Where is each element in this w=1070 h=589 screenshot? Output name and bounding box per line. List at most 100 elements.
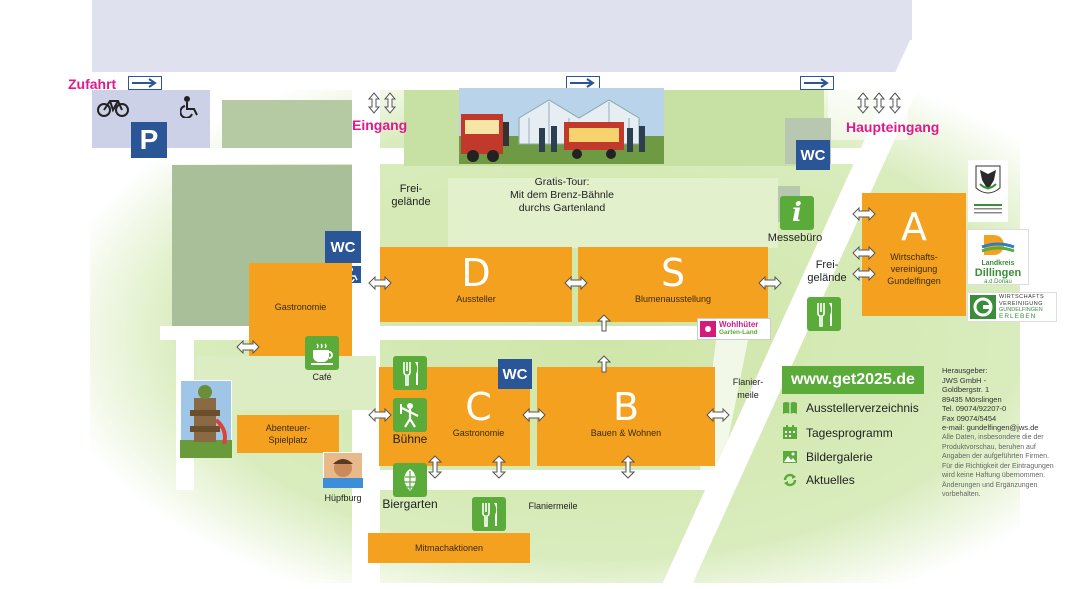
ud-arrow-icon <box>621 455 635 479</box>
photo-caption-line: Mit dem Brenz-Bähnle <box>510 189 614 201</box>
freigelaende-right-label: Frei- gelände <box>800 259 854 285</box>
stage-performer-icon <box>393 398 427 432</box>
hall-abenteuer-spielplatz[interactable]: Abenteuer- Spielplatz <box>237 415 339 453</box>
label-line: meile <box>737 390 759 400</box>
legend-label: Tagesprogramm <box>806 425 893 440</box>
huepfburg-label: Hüpfburg <box>324 493 362 503</box>
entrance-arrows-icon <box>367 92 397 114</box>
label-line: gelände <box>391 196 431 208</box>
legend-item-aktuelles[interactable]: Aktuelles <box>782 473 855 487</box>
greenhouse-train-photo <box>459 88 664 164</box>
hall-b[interactable]: B Bauen & Wohnen <box>537 367 715 466</box>
wohlhueter-logo: Wohlhüter Garten-Land <box>697 318 771 340</box>
hall-d[interactable]: D Aussteller <box>380 247 572 322</box>
book-icon <box>783 402 797 414</box>
buehne-label: Bühne <box>392 432 428 446</box>
lr-arrow-icon <box>852 207 876 221</box>
hall-name: Blumenausstellung <box>634 294 712 304</box>
ud-arrow-icon <box>428 455 442 479</box>
messebuero-label: Messebüro <box>767 232 823 244</box>
eingang-label: Eingang <box>352 117 408 133</box>
wohlhueter-line: Garten-Land <box>719 329 758 336</box>
hall-name: Gastronomie <box>274 302 327 312</box>
disclaimer: Alle Daten, insbesondere die der Produkt… <box>942 433 1068 500</box>
dillingen-line: Landkreis <box>981 260 1015 267</box>
legend-item-tagesprogramm[interactable]: Tagesprogramm <box>782 425 893 440</box>
parking-sign: P <box>131 122 167 158</box>
photo-caption-line: durchs Gartenland <box>518 202 606 214</box>
hall-a[interactable]: A Wirtschafts- vereinigung Gundelfingen <box>862 193 966 316</box>
refresh-icon <box>783 473 797 487</box>
road-arrow-right-icon <box>128 76 162 90</box>
photo-caption-line: Gratis-Tour: <box>534 176 590 188</box>
publisher-line: Fax 09074/5454 <box>942 413 997 423</box>
haupteingang-label: Haupteingang <box>846 119 940 135</box>
hall-name: Aussteller <box>456 294 496 304</box>
publisher-line: Goldbergstr. 1 <box>942 385 990 394</box>
dillingen-emblem-icon <box>981 235 1015 255</box>
wc-label: WC <box>502 365 528 383</box>
hall-letter: S <box>660 251 686 295</box>
legend-item-bildergalerie[interactable]: Bildergalerie <box>782 450 873 464</box>
ud-arrow-icon <box>597 314 611 332</box>
label-line: Frei- <box>815 259 839 271</box>
bouncy-castle-photo <box>323 452 363 488</box>
legend-item-ausstellerverzeichnis[interactable]: Ausstellerverzeichnis <box>782 401 919 415</box>
photo-caption: Gratis-Tour: Mit dem Brenz-Bähnle durchs… <box>480 176 644 215</box>
freigelaende-left-label: Frei- gelände <box>384 183 438 209</box>
website-link[interactable]: www.get2025.de <box>782 366 924 394</box>
wirtschaftsvereinigung-logo: WIRTSCHAFTS VEREINIGUNG GUNDELFINGEN ERL… <box>967 292 1057 322</box>
lr-arrow-icon <box>852 246 876 260</box>
cafe-label: Café <box>312 372 332 382</box>
wc-label: WC <box>800 146 826 164</box>
hall-letter: C <box>465 385 492 429</box>
disclaimer-line: Angaben der aufgeführten Firmen. <box>942 453 1050 460</box>
road-arrow-right-icon <box>566 76 600 90</box>
info-icon: i <box>792 198 802 228</box>
dillingen-line: Dillingen <box>974 267 1022 279</box>
cutlery-icon <box>472 497 506 531</box>
road-arrow-right-icon <box>800 76 834 90</box>
hall-name: Mitmachaktionen <box>414 543 484 553</box>
lr-arrow-icon <box>368 276 392 290</box>
disclaimer-line: Produktvorschau, beruhen auf <box>942 443 1036 451</box>
lr-arrow-icon <box>706 408 730 422</box>
wv-line: GUNDELFINGEN <box>999 307 1043 313</box>
ud-arrow-icon <box>492 455 506 479</box>
bicycle-icon <box>97 100 129 117</box>
hall-name: Gastronomie <box>452 428 505 438</box>
disclaimer-line: Alle Daten, insbesondere die der <box>942 434 1044 441</box>
flaniermeile-bottom-label: Flaniermeile <box>528 501 578 511</box>
hall-letter: B <box>612 385 640 429</box>
publisher-line: Tel. 09074/92207-0 <box>942 404 1007 413</box>
lr-arrow-icon <box>758 276 782 290</box>
wc-label: WC <box>330 238 356 256</box>
disclaimer-line: Für die Richtigkeit der Eintragungen <box>942 462 1054 470</box>
hall-name-line: vereinigung <box>890 264 938 274</box>
cafe-cup-icon <box>305 336 339 370</box>
wv-line: ERLEBEN <box>999 312 1037 320</box>
wv-line: WIRTSCHAFTS <box>999 294 1045 300</box>
hall-name-line: Spielplatz <box>268 435 308 445</box>
wc-sign: WC <box>796 140 830 170</box>
calendar-icon <box>783 425 797 439</box>
disclaimer-line: vorbehalten. <box>942 491 981 498</box>
zufahrt-label: Zufahrt <box>68 76 117 92</box>
publisher-line: JWS GmbH - <box>942 375 987 385</box>
flaniermeile-side-label: Flanier- meile <box>728 376 768 402</box>
hall-name-line: Gundelfingen <box>887 276 941 286</box>
publisher-info: Herausgeber: JWS GmbH - Goldbergstr. 1 8… <box>942 366 1062 433</box>
wheelchair-icon <box>180 96 198 118</box>
parking-letter: P <box>139 124 159 155</box>
hall-s[interactable]: S Blumenausstellung <box>578 247 768 322</box>
hall-mitmachaktionen[interactable]: Mitmachaktionen <box>368 533 530 563</box>
lr-arrow-icon <box>368 408 392 422</box>
hall-letter: D <box>461 251 491 295</box>
main-entrance-arrows-icon <box>856 92 902 114</box>
info-sign: i <box>780 196 814 230</box>
disclaimer-line: wird keine Haftung übernommen. <box>942 472 1046 479</box>
legend-label: Aktuelles <box>806 473 855 487</box>
lr-arrow-icon <box>564 276 588 290</box>
publisher-line: Herausgeber: <box>942 366 988 375</box>
legend-label: Bildergalerie <box>806 450 873 464</box>
